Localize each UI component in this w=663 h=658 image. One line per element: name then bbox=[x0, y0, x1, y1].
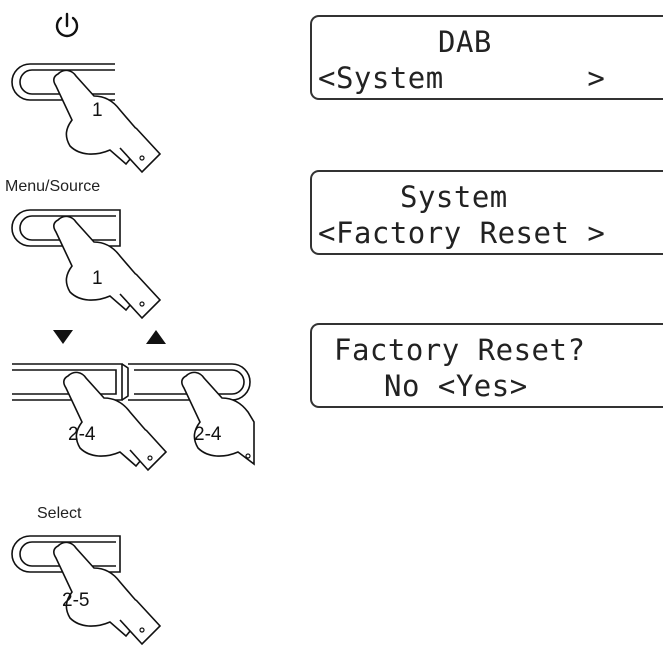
tune-down-step-number: 2-4 bbox=[68, 424, 96, 445]
select-step-number: 2-5 bbox=[62, 590, 89, 611]
menu-source-button[interactable]: 1 bbox=[10, 196, 170, 326]
menu-source-label: Menu/Source bbox=[5, 178, 101, 195]
pressing-hand bbox=[53, 69, 162, 174]
power-icon bbox=[55, 12, 79, 38]
pressing-hand bbox=[53, 541, 162, 646]
select-label: Select bbox=[37, 505, 82, 522]
power-button[interactable]: 1 bbox=[10, 46, 170, 176]
lcd-1-line-2: <System > bbox=[318, 61, 606, 95]
tune-up-step-number: 2-4 bbox=[194, 424, 222, 445]
select-button[interactable]: 2-5 bbox=[10, 522, 170, 656]
lcd-display-2: System <Factory Reset > bbox=[310, 170, 663, 255]
triangle-up-icon bbox=[146, 330, 166, 344]
lcd-3-line-2: No <Yes> bbox=[384, 369, 528, 403]
menu-step-number: 1 bbox=[92, 268, 103, 289]
tune-buttons: 2-4 2-4 bbox=[12, 363, 255, 472]
pressing-hand bbox=[53, 215, 162, 320]
triangle-down-icon bbox=[53, 330, 73, 344]
lcd-2-line-1: System bbox=[400, 180, 508, 214]
lcd-display-1: DAB <System > bbox=[310, 15, 663, 100]
lcd-3-line-1: Factory Reset? bbox=[334, 333, 586, 367]
tune-down-button bbox=[12, 363, 123, 401]
lcd-2-line-2: <Factory Reset > bbox=[318, 216, 606, 250]
lcd-1-line-1: DAB bbox=[438, 25, 492, 59]
lcd-display-3: Factory Reset? No <Yes> bbox=[310, 323, 663, 408]
power-step-number: 1 bbox=[92, 100, 103, 121]
tune-up-button bbox=[128, 363, 251, 401]
